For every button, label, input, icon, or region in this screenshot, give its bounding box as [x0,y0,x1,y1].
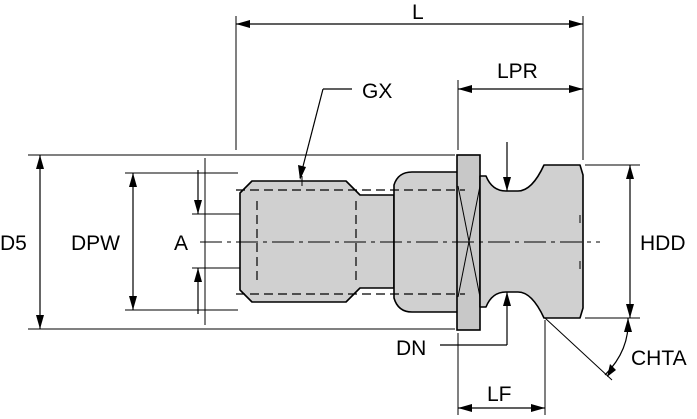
label-CHTA: CHTA [631,347,687,370]
label-L: L [412,1,424,24]
dimension-LPR: LPR [458,60,583,93]
dimension-DN: DN [396,142,511,360]
dimension-HDD: HDD [626,165,686,318]
label-D5: D5 [0,232,27,255]
label-DN: DN [396,337,426,360]
extension-lines [28,16,640,415]
label-GX: GX [362,80,392,103]
dimension-GX: GX [298,80,392,180]
dimension-L: L [236,1,583,28]
label-DPW: DPW [71,232,120,255]
dimension-D5: D5 [0,155,44,329]
label-LPR: LPR [497,60,538,83]
hidden-lines [236,176,581,295]
label-LF: LF [487,383,512,406]
dimension-DPW: DPW [71,173,137,310]
dimension-LF: LF [458,383,545,412]
label-HDD: HDD [640,232,686,255]
label-A: A [174,232,188,255]
dimension-A: A [174,170,202,314]
dimension-CHTA: CHTA [604,317,687,377]
